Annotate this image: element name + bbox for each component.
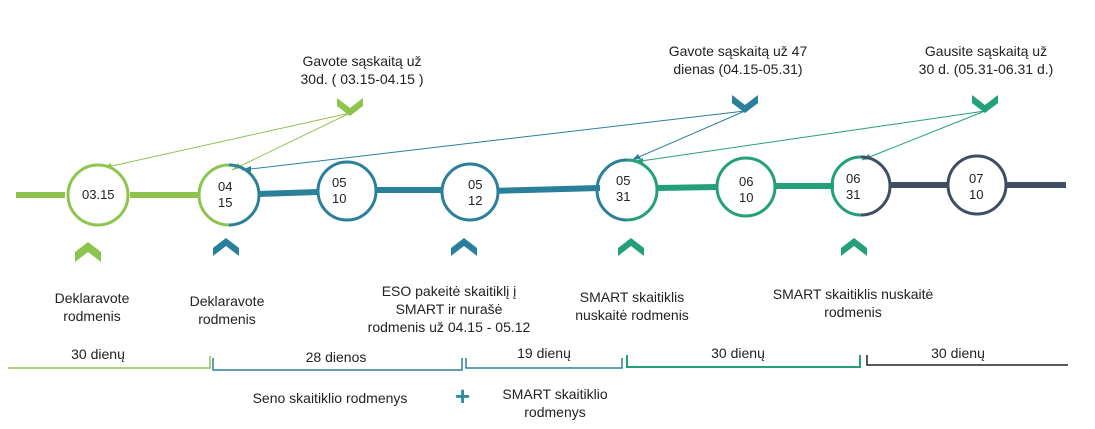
node-line: 05 (616, 173, 631, 188)
up-chevrons (75, 238, 867, 262)
top-callout-2: Gavote sąskaitą už 47 dienas (04.15-05.3… (669, 42, 808, 78)
timeline-node-half (595, 158, 628, 222)
node-line: 31 (846, 187, 861, 202)
track-segment (655, 184, 719, 191)
node-line: 10 (332, 191, 347, 206)
note-line: Deklaravote (54, 290, 130, 306)
callout-arrow-line (633, 110, 986, 163)
note-line: rodmenis (824, 304, 882, 320)
down-chevrons (337, 95, 998, 116)
note-line: Deklaravote (189, 293, 265, 309)
node-label-0415: 04 15 (218, 179, 232, 211)
note-line: rodmenis už 04.15 - 05.12 (367, 319, 531, 335)
callout-arrow-line (102, 112, 351, 169)
node-label-0631: 06 31 (846, 171, 860, 203)
node-line: 06 (739, 174, 754, 189)
node-line: 04 (218, 179, 233, 194)
timeline-nodes (66, 154, 1008, 227)
timeline-node-half (626, 158, 659, 222)
period-bracket (465, 358, 623, 369)
node-line: 10 (969, 187, 984, 202)
node-line: 07 (969, 171, 984, 186)
bottom-note-4: SMART skaitiklis nuskaitė rodmenis (575, 288, 689, 324)
node-line: 10 (739, 190, 754, 205)
legend-smart-meter: SMART skaitiklio rodmenys (502, 385, 607, 421)
node-label-0531: 05 31 (616, 173, 630, 205)
callout-arrow-line (631, 110, 746, 161)
period-label-5: 30 dienų (931, 345, 985, 361)
timeline-node-half (197, 163, 230, 227)
bottom-note-5: SMART skaitiklis nuskaitė rodmenis (773, 285, 934, 321)
callout-arrows (102, 110, 986, 172)
track-segment (489, 185, 601, 194)
timeline-node-half (830, 155, 862, 217)
chevron-down-icon (337, 98, 363, 116)
callout-arrow-line (861, 110, 986, 161)
plus-icon: + (455, 381, 471, 411)
note-line: ESO pakeitė skaitiklį į (381, 283, 517, 299)
note-line: rodmenis (63, 308, 121, 324)
note-line: SMART skaitiklis (579, 289, 685, 305)
callout-line: Gavote sąskaitą už 47 (668, 43, 808, 59)
bottom-note-3: ESO pakeitė skaitiklį į SMART ir nurašė … (368, 282, 531, 336)
node-label-0510: 05 10 (332, 175, 346, 207)
callout-arrow-line (241, 110, 746, 171)
chevron-up-icon (75, 242, 101, 262)
chevron-up-icon (841, 238, 867, 256)
top-callout-3: Gausite sąskaitą už 30 d. (05.31-06.31 d… (919, 42, 1054, 78)
chevron-up-icon (213, 238, 239, 256)
period-brackets (8, 355, 1068, 371)
bottom-note-2: Deklaravote rodmenis (190, 292, 265, 328)
chevron-up-icon (618, 238, 644, 256)
callout-line: dienas (04.15-05.31) (673, 61, 803, 77)
chevron-down-icon (732, 95, 758, 113)
note-line: SMART ir nurašė (395, 301, 503, 317)
arrowhead (632, 154, 641, 160)
period-label-2: 28 dienos (305, 349, 367, 365)
callout-line: Gausite sąskaitą už (924, 43, 1048, 59)
period-label-4: 30 dienų (711, 345, 765, 361)
note-line: rodmenis (198, 311, 256, 327)
note-line: SMART skaitiklis nuskaitė (772, 286, 934, 302)
callout-line: Gavote sąskaitą už (302, 53, 422, 69)
timeline-node (316, 160, 378, 222)
timeline-node (715, 156, 777, 218)
chevron-down-icon (972, 95, 998, 113)
period-bracket (626, 355, 861, 368)
node-line: 06 (846, 171, 861, 186)
period-bracket (212, 358, 463, 371)
chevron-up-icon (451, 238, 477, 256)
node-label-0610: 06 10 (739, 174, 753, 206)
node-label-0315: 03.15 (82, 187, 115, 202)
timeline-node (440, 162, 500, 222)
timeline-node (946, 154, 1008, 216)
top-callout-1: Gavote sąskaitą už 30d. ( 03.15-04.15 ) (301, 52, 424, 88)
period-bracket (866, 355, 1068, 366)
period-label-1: 30 dienų (71, 346, 125, 362)
period-label-3: 19 dienų (517, 345, 571, 361)
timeline-node-half (228, 163, 261, 227)
node-line: 31 (616, 189, 631, 204)
bottom-note-1: Deklaravote rodmenis (55, 289, 130, 325)
track-segment (257, 189, 319, 197)
legend-line: SMART skaitiklio (502, 386, 608, 402)
callout-line: 30d. ( 03.15-04.15 ) (300, 71, 424, 87)
legend-line: rodmenys (524, 404, 586, 420)
node-label-0512: 05 12 (468, 177, 482, 209)
timeline-track (16, 182, 1066, 198)
timeline-node (66, 163, 130, 227)
node-line: 15 (218, 195, 233, 210)
note-line: nuskaitė rodmenis (575, 307, 689, 323)
callout-line: 30 d. (05.31-06.31 d.) (918, 61, 1054, 77)
legend-old-meter: Seno skaitiklio rodmenys (252, 390, 408, 406)
callout-arrow-line (231, 112, 351, 171)
node-line: 12 (468, 193, 483, 208)
node-label-0710: 07 10 (969, 171, 983, 203)
node-line: 05 (332, 175, 347, 190)
timeline-node-half (860, 155, 892, 217)
node-line: 05 (468, 177, 483, 192)
